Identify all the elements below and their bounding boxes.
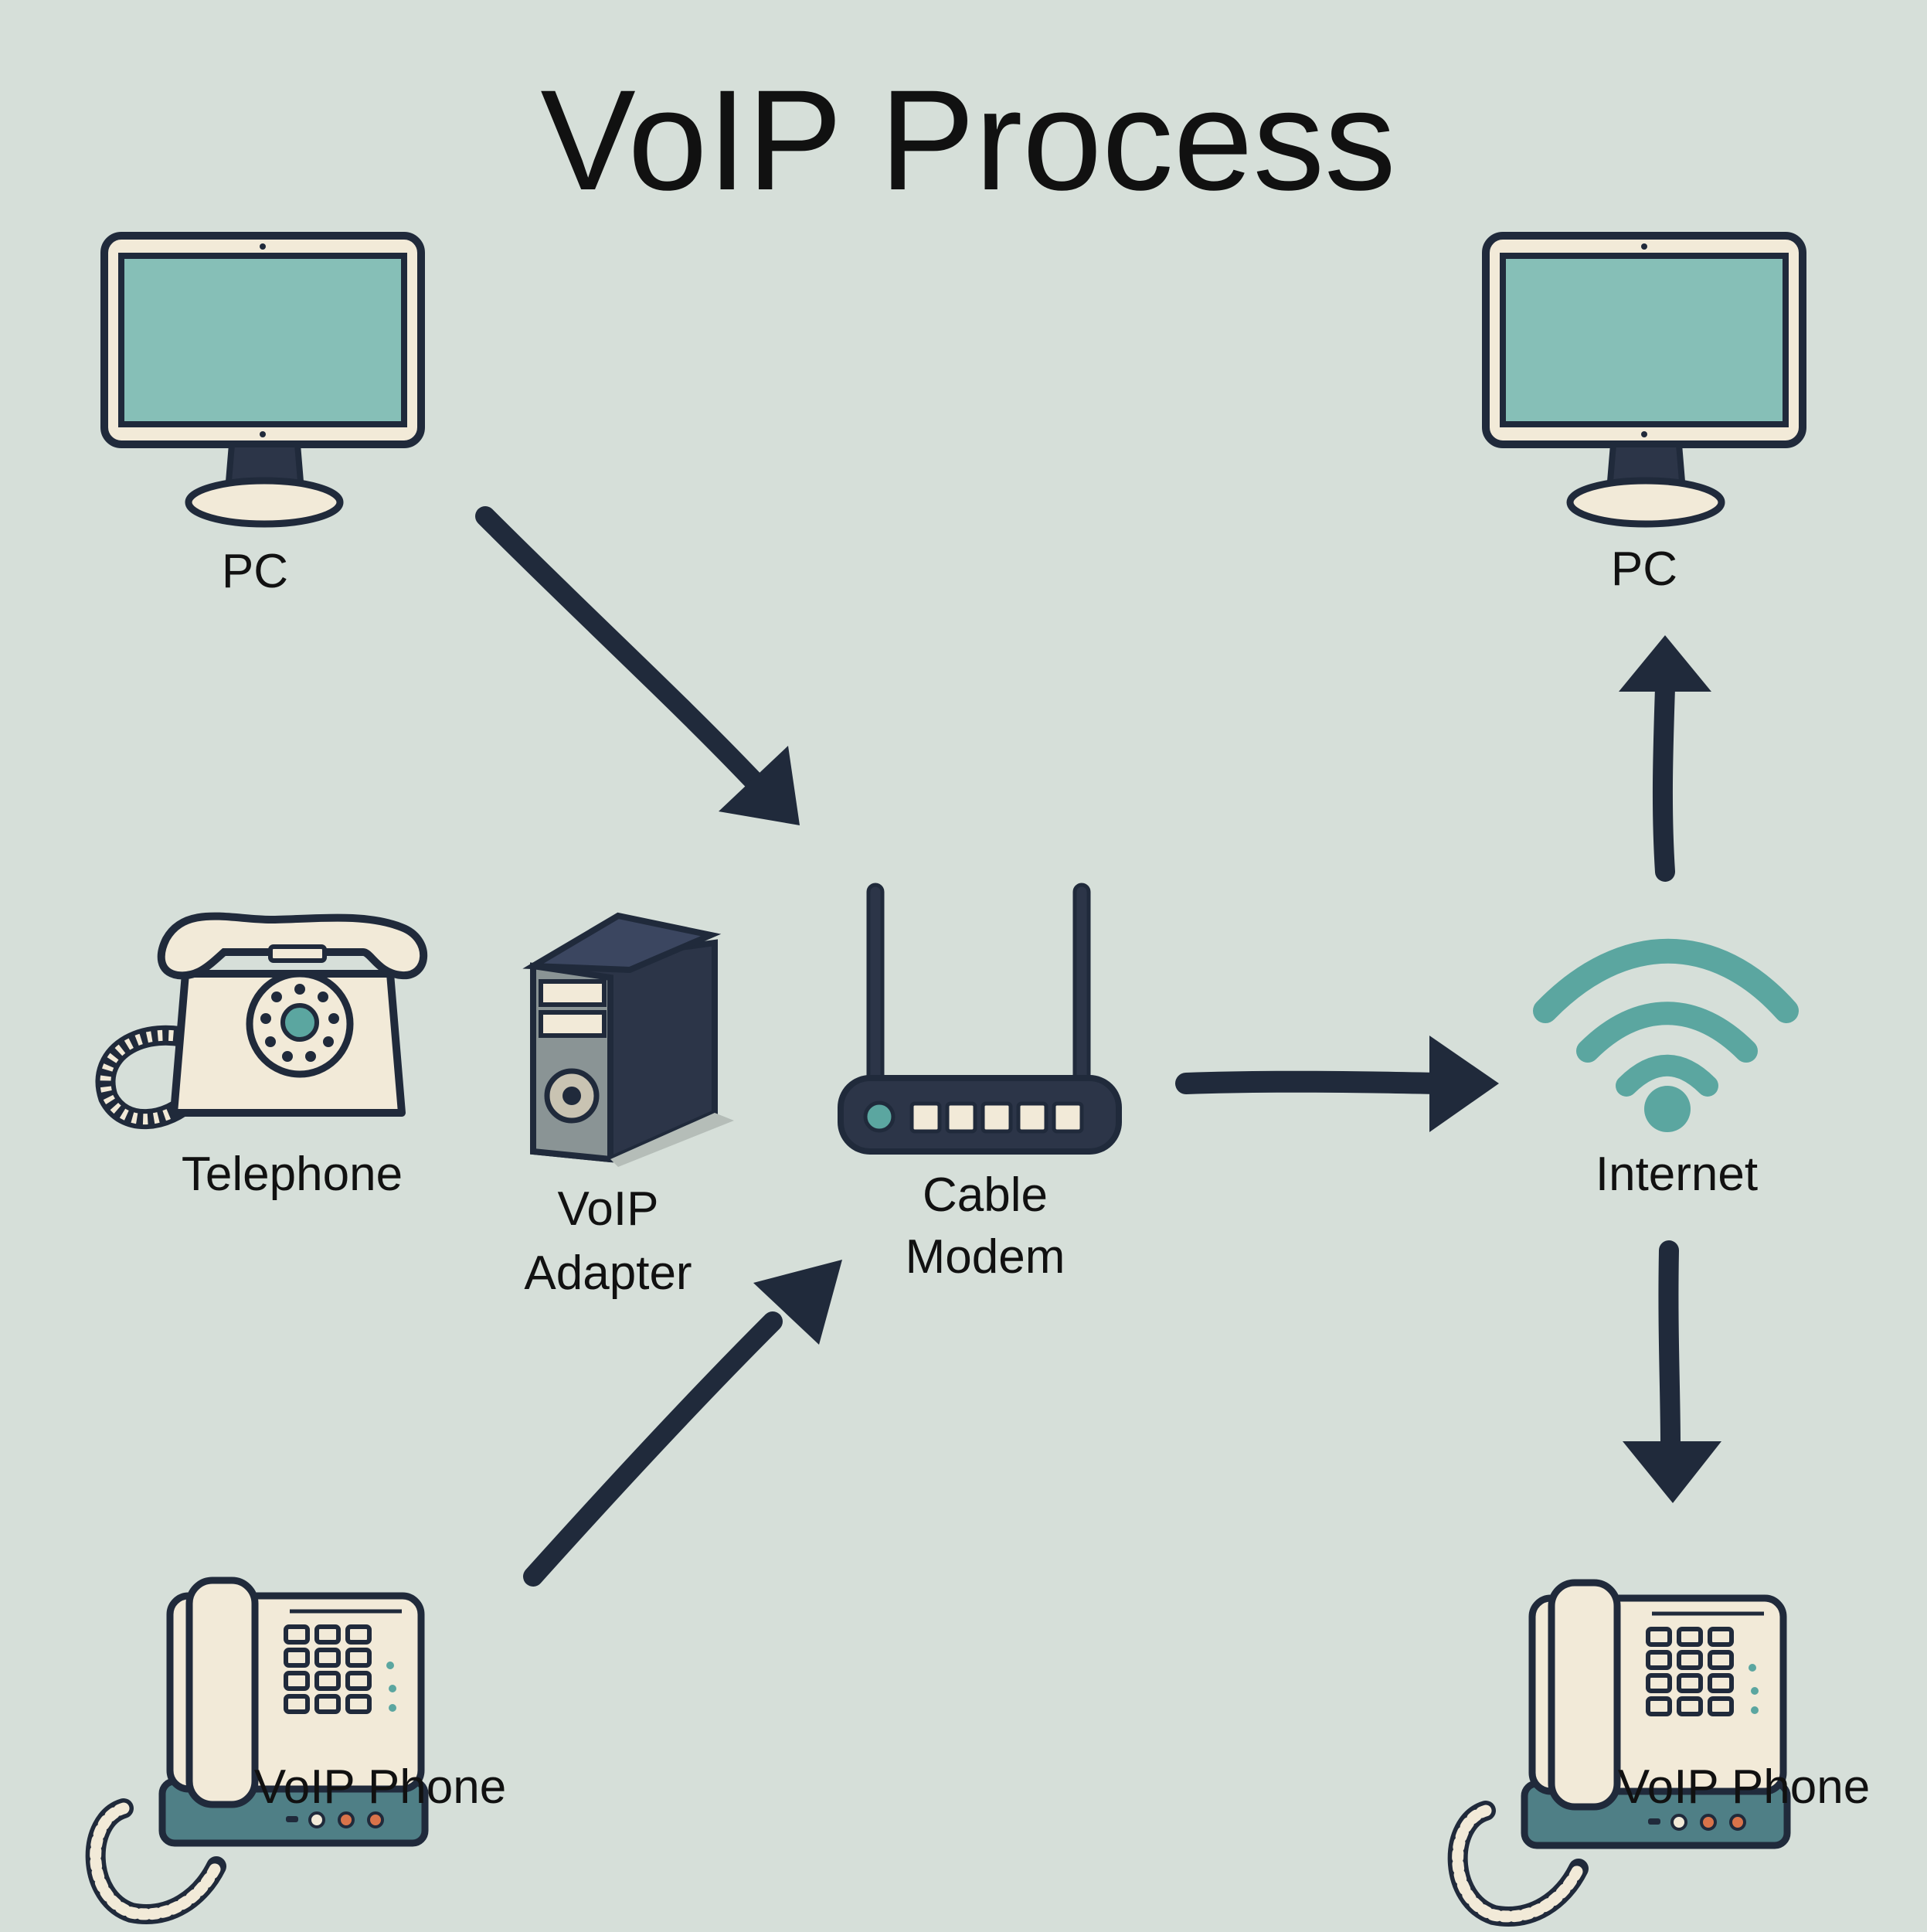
desk-phone-icon — [1458, 1583, 1787, 1917]
monitor-icon — [104, 236, 421, 524]
cable-modem-node: Cable Modem — [838, 883, 1122, 1284]
voip-adapter-node: VoIP Adapter — [522, 912, 734, 1300]
arrow-modem-to-internet — [1175, 1036, 1499, 1132]
router-icon — [838, 883, 1122, 1155]
rotary-phone-icon — [95, 912, 428, 1130]
voip-phone-right-label: VoIP Phone — [1618, 1760, 1870, 1814]
pc-right-label: PC — [1611, 543, 1677, 596]
pc-left-node: PC — [104, 236, 421, 598]
telephone-node: Telephone — [95, 912, 428, 1201]
arrow-voipphone-to-modem — [523, 1260, 842, 1587]
telephone-label: Telephone — [182, 1148, 403, 1201]
voip-adapter-label-line2: Adapter — [524, 1247, 692, 1300]
wifi-icon — [1533, 938, 1799, 1097]
cable-modem-label-line1: Cable — [923, 1168, 1048, 1222]
wifi-dot — [1644, 1086, 1691, 1132]
internet-node: Internet — [1533, 938, 1799, 1201]
pc-right-node: PC — [1486, 236, 1803, 596]
voip-phone-left-node: VoIP Phone — [96, 1580, 506, 1914]
arrow-internet-to-voipphone — [1623, 1240, 1721, 1503]
adapter-box-icon — [522, 912, 734, 1167]
voip-phone-right-node: VoIP Phone — [1458, 1583, 1870, 1917]
pc-left-label: PC — [222, 545, 288, 598]
monitor-icon — [1486, 236, 1803, 524]
diagram-title: VoIP Process — [540, 61, 1395, 220]
desk-phone-icon — [96, 1580, 425, 1914]
voip-phone-left-label: VoIP Phone — [254, 1760, 506, 1814]
cable-modem-label-line2: Modem — [906, 1230, 1065, 1284]
voip-adapter-label-line1: VoIP — [558, 1182, 659, 1236]
arrow-pc-to-modem — [475, 506, 800, 825]
arrow-internet-to-pc — [1619, 635, 1711, 882]
internet-label: Internet — [1596, 1148, 1758, 1201]
